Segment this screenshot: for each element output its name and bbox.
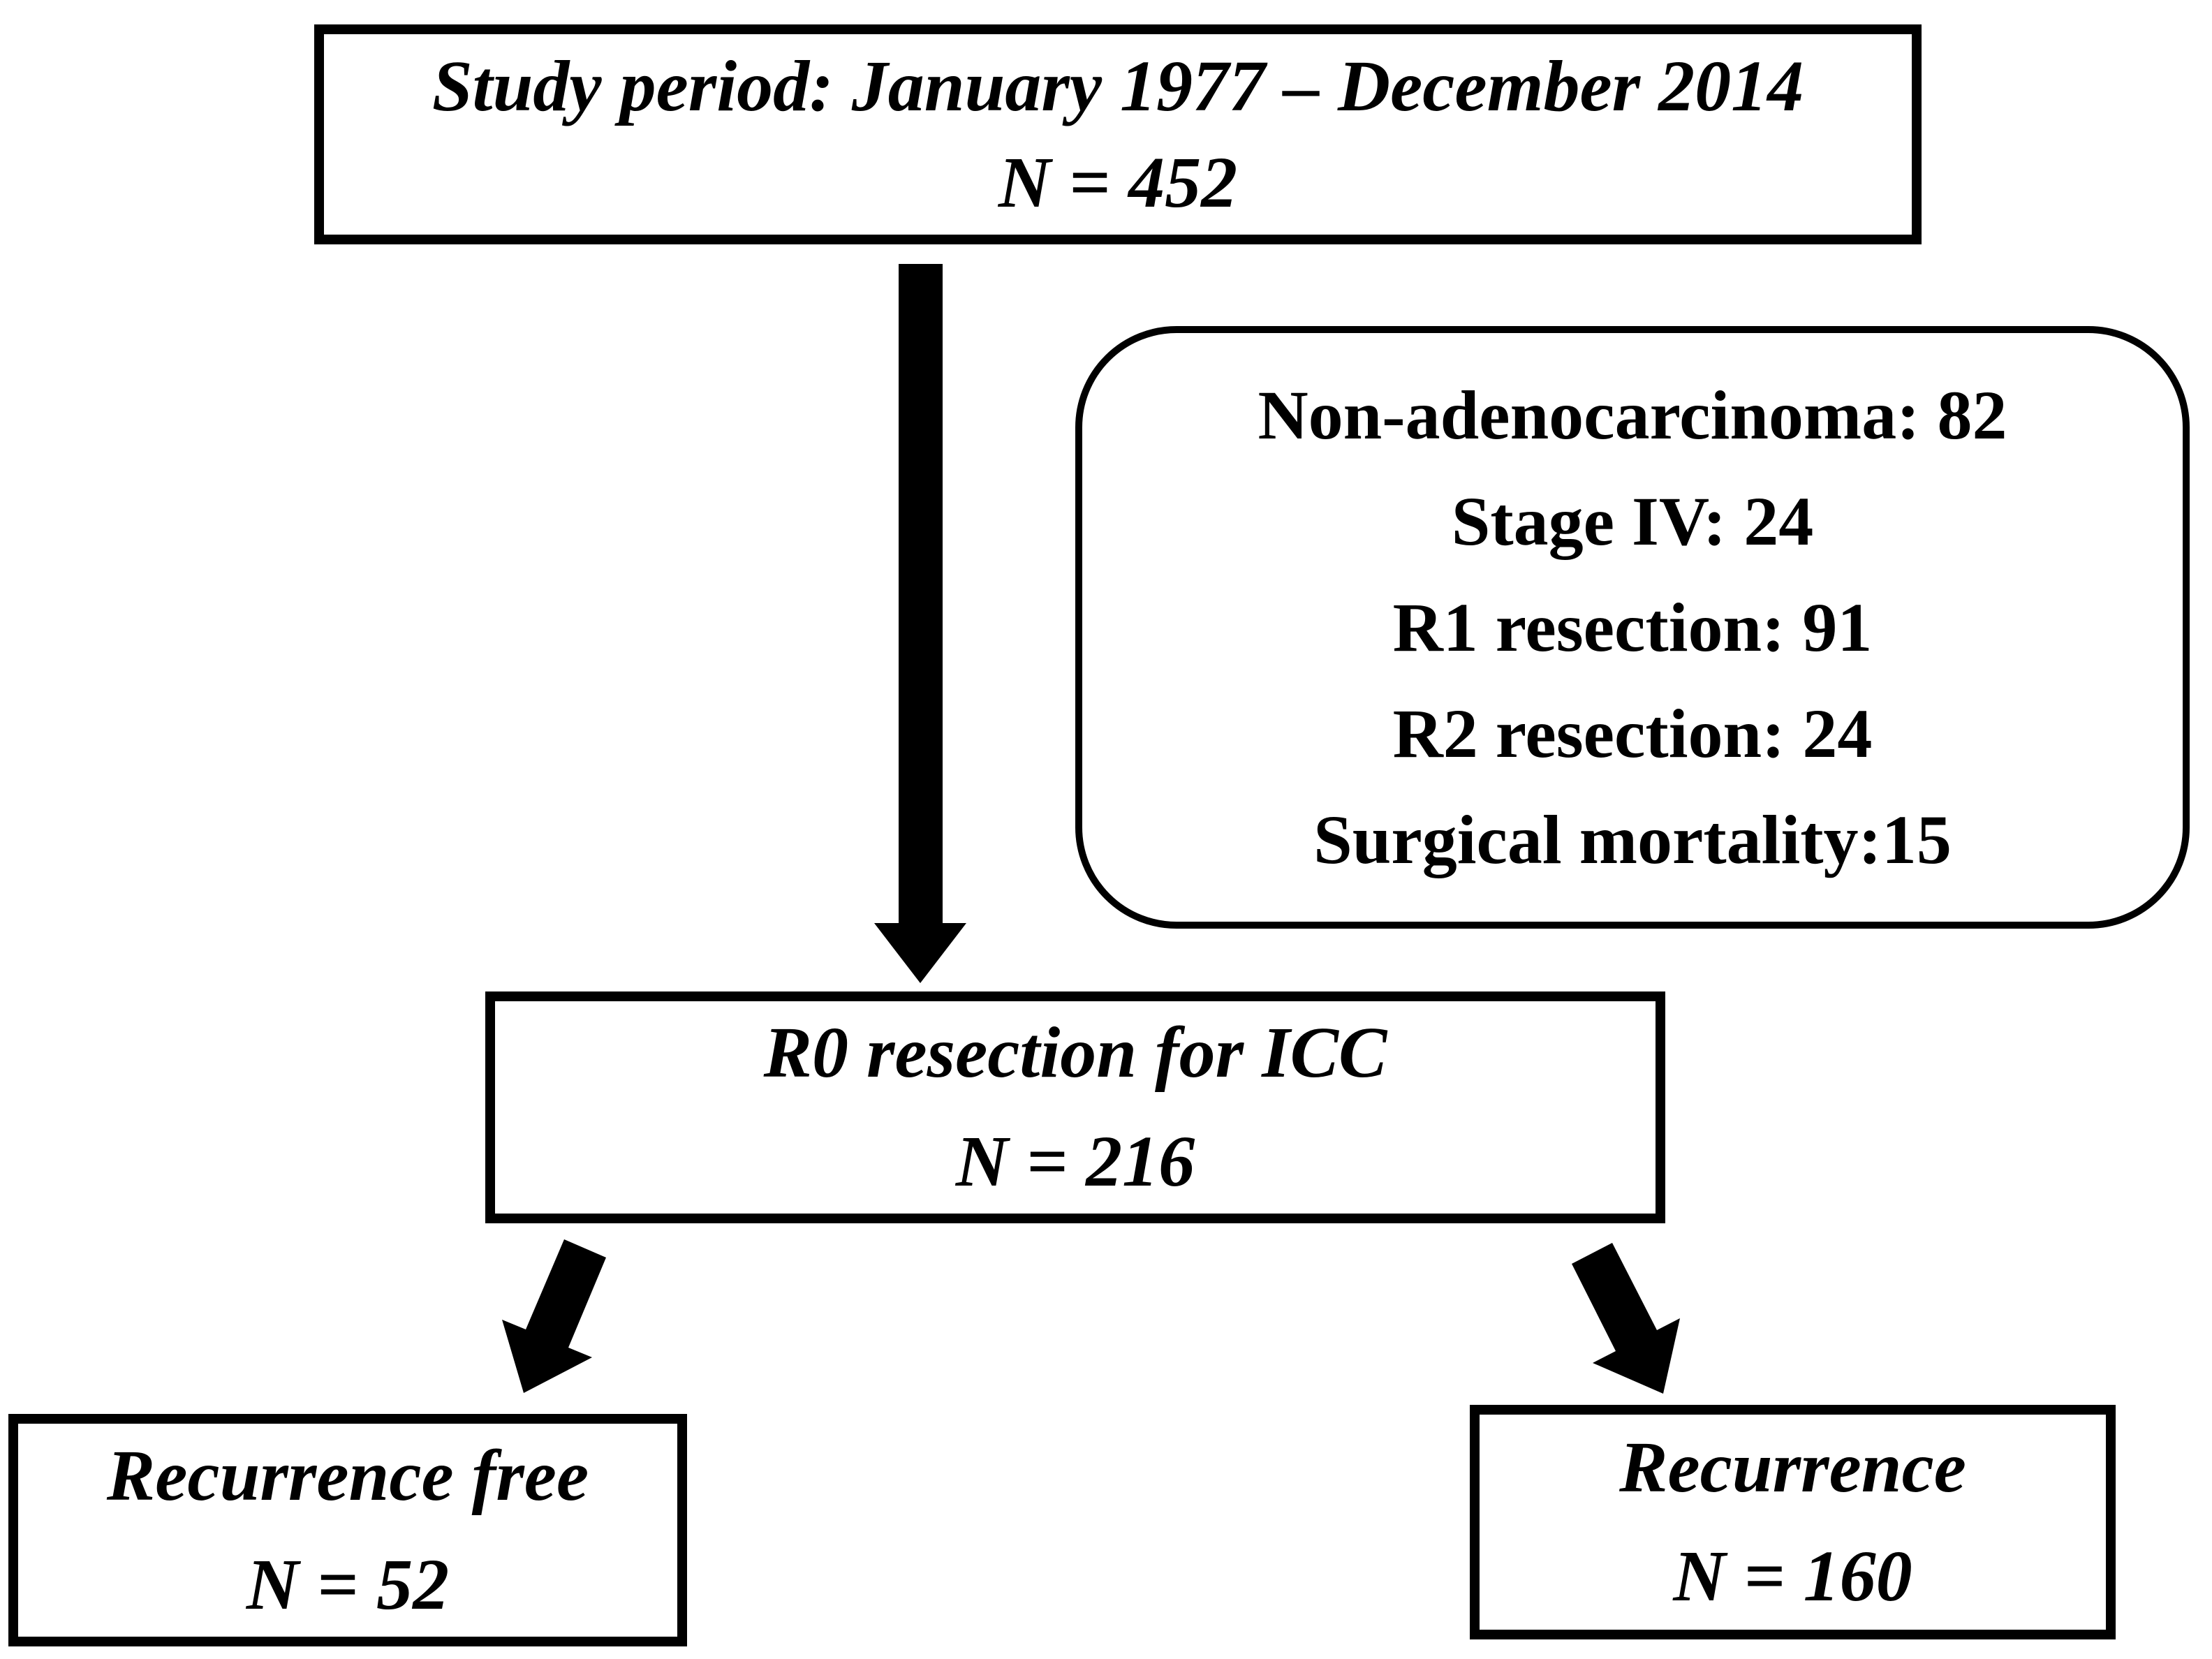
study-period-text: Study period: January 1977 – December 20…: [432, 46, 1804, 127]
study-period-box: Study period: January 1977 – December 20…: [314, 24, 1922, 244]
exclusion-line-r1-resection: R1 resection: 91: [1392, 588, 1873, 666]
r0-resection-text: R0 resection for ICC: [763, 1012, 1387, 1093]
recurrence-free-text: Recurrence free: [106, 1435, 589, 1516]
study-period-n-value: N = 452: [998, 142, 1238, 223]
recurrence-n-value: N = 160: [1673, 1536, 1912, 1616]
exclusion-line-r2-resection: R2 resection: 24: [1392, 694, 1873, 772]
recurrence-text: Recurrence: [1619, 1427, 1966, 1507]
down-left-arrow-icon: [502, 1239, 606, 1393]
r0-resection-box: R0 resection for ICC N = 216: [485, 991, 1665, 1223]
recurrence-free-n-value: N = 52: [246, 1544, 450, 1625]
r0-resection-n-value: N = 216: [955, 1121, 1195, 1202]
recurrence-box: Recurrence N = 160: [1470, 1405, 2116, 1639]
down-right-arrow-icon: [1572, 1243, 1680, 1394]
exclusions-box: Non-adenocarcinoma: 82 Stage IV: 24 R1 r…: [1075, 326, 2190, 929]
exclusion-line-surgical-mortality: Surgical mortality:15: [1313, 800, 1952, 878]
down-arrow-icon: [874, 264, 966, 983]
exclusion-line-stage-iv: Stage IV: 24: [1451, 482, 1814, 560]
recurrence-free-box: Recurrence free N = 52: [8, 1414, 687, 1646]
exclusion-line-non-adenocarcinoma: Non-adenocarcinoma: 82: [1258, 376, 2007, 454]
